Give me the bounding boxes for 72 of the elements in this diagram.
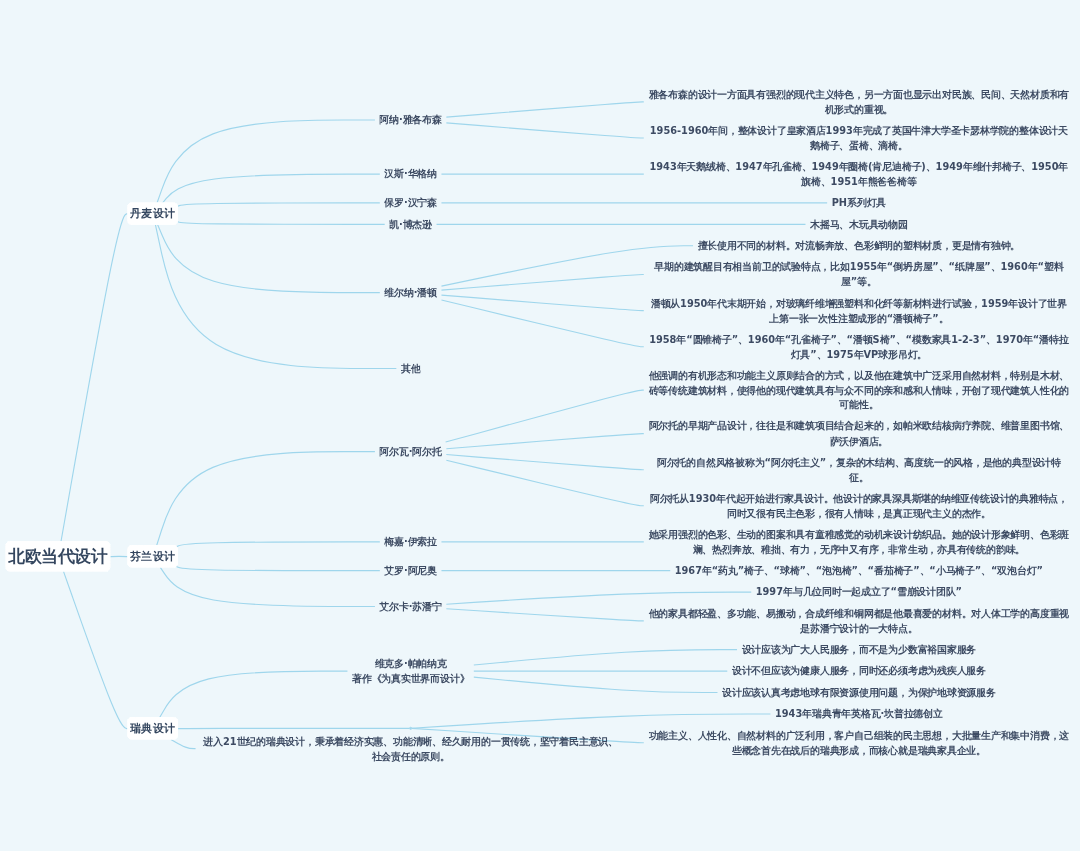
connector — [161, 173, 381, 205]
node-text: 阿尔瓦·阿尔托 — [379, 446, 442, 458]
connector — [411, 713, 772, 730]
node-text: 功能主义、人性化、自然材料的广泛利用，客户自己组装的民主思想，大批量生产和集中消费，这些概念首先在战后的瑞典形成，而核心就是瑞典家具企业。 — [648, 729, 1070, 756]
connector — [440, 541, 645, 543]
connector — [440, 299, 645, 348]
node-text: PH系列灯具 — [831, 197, 887, 209]
node-text: 汉斯·华格纳 — [384, 168, 437, 180]
connector — [177, 727, 411, 730]
node-text: 设计应该为广大人民服务，而不是为少数富裕国家服务 — [741, 644, 977, 656]
connector — [170, 739, 197, 750]
connector — [175, 566, 381, 572]
node-text: 他的家具都轻盈、多功能、易搬动，合成纤维和铜网都是他最喜爱的材料。对人体工学的高度重视是苏潘宁设计的一大特点。 — [648, 607, 1070, 634]
connector — [440, 173, 645, 175]
connector — [445, 608, 645, 622]
connector — [445, 101, 645, 118]
node-circle — [409, 727, 413, 731]
node-text: 1943年瑞典青年英格瓦·坎普拉德创立 — [774, 708, 943, 720]
node-text: 阿尔托的早期产品设计，往往是和建筑项目结合起来的，如帕米欧结核病疗养院、维普里图书馆、萨沃伊酒店。 — [648, 420, 1070, 447]
connector — [445, 433, 645, 450]
node-text: 他强调的有机形态和功能主义原则结合的方式，以及他在建筑中广泛采用自然材料，特别是木材、砖等传统建筑材料，使得他的现代建筑具有与众不同的亲和感和人情味，开创了现代建筑人性化的可能性。 — [648, 369, 1070, 411]
node-text: 阿尔托的自然风格被称为“阿尔托主义”，复杂的木结构、高度统一的风格，是他的典型设计特征。 — [656, 456, 1061, 483]
node-text: 擅长使用不同的材料。对流畅奔放、色彩鲜明的塑料材质，更是情有独钟。 — [697, 240, 1021, 252]
node-text: 早期的建筑醒目有相当前卫的试验特点，比如1955年“倒坍房屋”、“纸牌屋”、1960年“塑料屋”等。 — [654, 261, 1064, 288]
connector — [157, 224, 381, 294]
connector — [154, 224, 397, 370]
node-text: 1958年“圆锥椅子”、1960年“孔雀椅子”、“潘顿S椅”、“模数家具1-2-3”、1970年“潘特拉灯具”、1975年VP球形吊灯。 — [649, 333, 1069, 360]
node-text: 1967年“药丸”椅子、“球椅”、“泡泡椅”、“番茄椅子”、“小马椅子”、“双泡台灯” — [674, 565, 1044, 577]
connector — [60, 213, 129, 543]
node-text: 保罗·汉宁森 — [384, 197, 437, 209]
connector — [155, 451, 376, 547]
connector — [440, 294, 645, 312]
connector — [159, 567, 376, 608]
connector — [445, 389, 645, 443]
node-text: 潘顿从1950年代末期开始，对玻璃纤维增强塑料和化纤等新材料进行试验，1959年设计了世界上第一张一次性注塑成形的“潘顿椅子”。 — [650, 297, 1067, 324]
node-text: 她采用强烈的色彩、生动的图案和具有童稚感觉的动机来设计纺织品。她的设计形象鲜明、色彩斑斓、热烈奔放、稚拙、有力，无序中又有序，非常生动，亦具有传统的韵味。 — [648, 528, 1070, 555]
node-text: 进入21世纪的瑞典设计，秉承着经济实惠、功能清晰、经久耐用的一贯传统，坚守着民主意识、社会责任的原则。 — [203, 735, 618, 762]
connector — [473, 676, 719, 694]
node-text: 设计不但应该为健康人服务，同时还必须考虑为残疾人服务 — [731, 665, 986, 677]
connector — [445, 591, 752, 605]
node-text: 艾罗·阿尼奥 — [384, 565, 437, 577]
node-text: 艾尔卡·苏潘宁 — [379, 600, 442, 613]
node-text: 其他 — [400, 362, 421, 375]
node-text: 凯·博杰逊 — [389, 218, 433, 230]
connector — [445, 122, 645, 139]
connector — [177, 202, 381, 207]
connector — [175, 541, 381, 548]
connector — [62, 570, 129, 730]
connector — [473, 670, 728, 672]
node-text: 1943年天鹅绒椅、1947年孔雀椅、1949年圈椅(肯尼迪椅子)、1949年维什邦椅子、1950年旗椅、1951年熊爸爸椅等 — [649, 161, 1069, 188]
connector — [436, 223, 807, 226]
connector — [445, 454, 645, 471]
node-text: 1956-1960年间，整体设计了皇家酒店1993年完成了英国牛津大学圣卡瑟林学院的整体设计天鹅椅子、蛋椅、滴椅。 — [649, 125, 1068, 152]
connector — [440, 202, 828, 204]
connector — [473, 649, 738, 666]
node-text: 维克多·帕帕纳克 著作《为真实世界而设计》 — [351, 658, 470, 685]
node-text: 木摇马、木玩具动物园 — [810, 218, 908, 230]
connector — [156, 119, 376, 205]
connector — [177, 221, 386, 226]
node-text: 维尔纳·潘顿 — [384, 286, 437, 299]
node-text: 梅嘉·伊索拉 — [384, 536, 437, 548]
connector — [440, 274, 645, 291]
node-text: 设计应该认真考虑地球有限资源使用问题，为保护地球资源服务 — [722, 686, 996, 699]
connector — [445, 459, 645, 507]
node-text: 阿尔托从1930年代起开始进行家具设计。他设计的家具深具斯堪的纳维亚传统设计的典雅特点，同时又很有民主色彩，很有人情味，是真正现代主义的杰作。 — [649, 492, 1069, 519]
connector — [440, 245, 694, 287]
node-text: 1997年与几位同时一起成立了“雪崩设计团队” — [755, 586, 963, 598]
node-text: 雅各布森的设计一方面具有强烈的现代主义特色，另一方面也显示出对民族、民间、天然材质和有机形式的重视。 — [648, 88, 1070, 115]
connector — [440, 570, 671, 572]
connector — [158, 670, 349, 719]
node-text: 阿纳·雅各布森 — [379, 114, 442, 126]
connector — [109, 556, 129, 558]
